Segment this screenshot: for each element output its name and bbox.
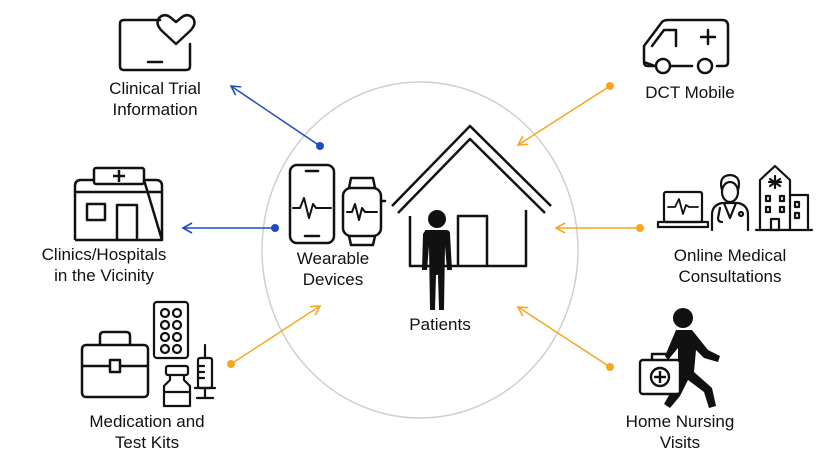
label-home-nursing-line2: Visits [659, 433, 701, 452]
label-home-nursing-line1: Home Nursing [625, 412, 735, 431]
briefcase-icon [80, 330, 150, 399]
label-dct-mobile-text: DCT Mobile [645, 83, 735, 102]
connector-home-nursing [516, 306, 614, 371]
connector-dct-mobile [516, 82, 614, 146]
hospital-icon [754, 164, 814, 232]
label-clinics: Clinics/Hospitals in the Vicinity [42, 244, 167, 286]
pill-blister-icon [152, 300, 190, 360]
label-home-nursing: Home Nursing Visits [626, 411, 735, 453]
connector-online [554, 222, 644, 234]
label-wearable-line2: Devices [302, 270, 364, 289]
center-circle [261, 81, 579, 419]
person-icon [422, 210, 452, 310]
medical-bag-icon [638, 352, 682, 396]
syringe-icon [193, 343, 217, 400]
label-online-line2: Consultations [678, 267, 782, 286]
ambulance-icon [642, 18, 730, 75]
label-clinics-line1: Clinics/Hospitals [41, 245, 167, 264]
label-wearable: Wearable Devices [297, 248, 369, 290]
label-clinics-line2: in the Vicinity [54, 266, 154, 285]
doctor-icon [710, 173, 750, 232]
connector-medication [227, 305, 322, 368]
label-medication-line2: Test Kits [114, 433, 180, 452]
laptop-ecg-icon [656, 190, 710, 229]
label-patients-text: Patients [409, 315, 471, 334]
clinic-building-icon [73, 166, 164, 242]
connector-clinical-trial [229, 85, 324, 150]
smartwatch-ecg-icon [341, 176, 387, 247]
label-clinical-trial: Clinical Trial Information [109, 78, 201, 120]
label-medication-line1: Medication and [89, 412, 205, 431]
label-patients: Patients [409, 314, 470, 335]
label-online-line1: Online Medical [673, 246, 787, 265]
label-dct-mobile: DCT Mobile [645, 82, 734, 103]
label-wearable-line1: Wearable [296, 249, 370, 268]
house-icon [391, 124, 552, 268]
connector-clinics [181, 222, 279, 234]
label-clinical-trial-line2: Information [112, 100, 198, 119]
label-clinical-trial-line1: Clinical Trial [109, 79, 201, 98]
tablet-heart-icon [118, 14, 196, 72]
label-medication: Medication and Test Kits [89, 411, 204, 453]
vial-icon [162, 364, 192, 408]
smartphone-ecg-icon [288, 163, 336, 245]
label-online: Online Medical Consultations [674, 245, 786, 287]
